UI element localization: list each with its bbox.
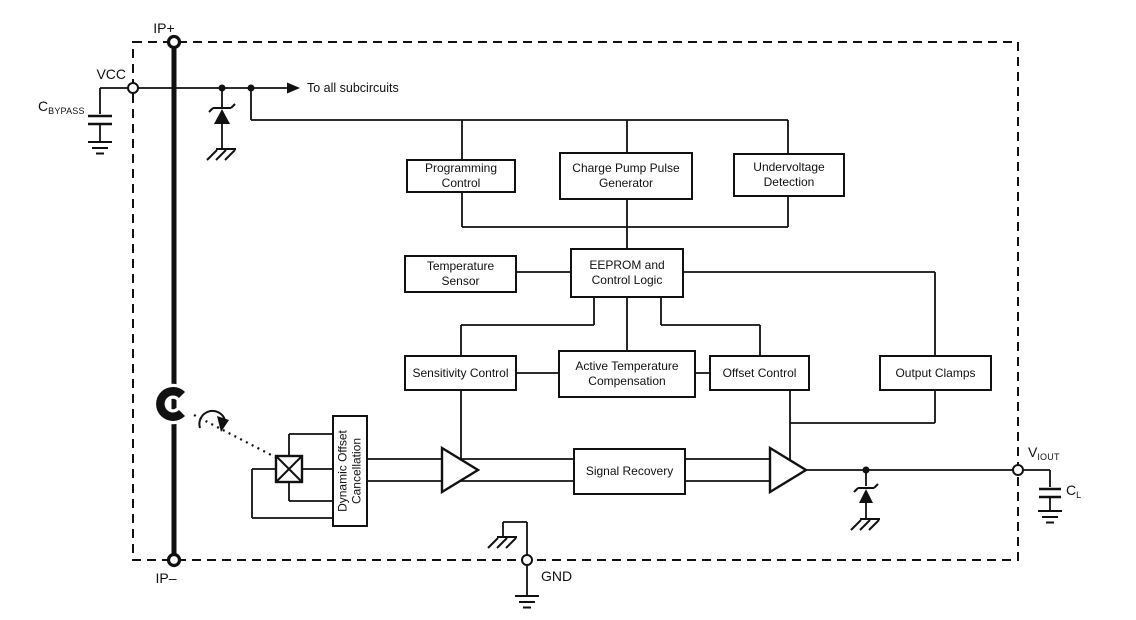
terminal-ip-minus bbox=[166, 552, 182, 568]
output-zener-diode-icon bbox=[853, 483, 879, 503]
terminal-vcc bbox=[127, 82, 139, 94]
block-sensitivity-control: Sensitivity Control bbox=[404, 355, 517, 391]
label-cl: CL bbox=[1066, 482, 1082, 500]
bypass-capacitor-icon bbox=[88, 114, 112, 126]
block-temperature-sensor: Temperature Sensor bbox=[404, 255, 517, 293]
junction-dot bbox=[862, 466, 870, 474]
load-capacitor-icon bbox=[1039, 487, 1061, 499]
terminal-gnd bbox=[521, 554, 533, 566]
flux-concentrator-icon bbox=[152, 383, 188, 425]
flux-coupling-dotted-line bbox=[193, 414, 276, 458]
chassis-ground-icon bbox=[487, 536, 517, 549]
label-ip-plus: IP+ bbox=[153, 20, 175, 36]
supply-zener-diode-icon bbox=[208, 103, 236, 124]
earth-ground-icon bbox=[515, 595, 539, 609]
junction-dot bbox=[218, 84, 226, 92]
chassis-ground-icon bbox=[206, 148, 236, 161]
terminal-viout bbox=[1012, 464, 1024, 476]
block-active-temperature-compensation: Active Temperature Compensation bbox=[558, 350, 696, 398]
chassis-ground-icon bbox=[850, 518, 880, 531]
earth-ground-icon bbox=[88, 141, 112, 155]
output-amplifier-icon bbox=[768, 445, 809, 495]
rotation-arrow-icon bbox=[198, 409, 229, 432]
dynamic-offset-cancellation-label: Dynamic Offset Cancellation bbox=[335, 430, 364, 512]
ic-boundary bbox=[132, 41, 1019, 561]
supply-arrowhead-icon bbox=[287, 82, 300, 94]
label-to-all-subcircuits: To all subcircuits bbox=[307, 81, 399, 95]
block-undervoltage-detection: Undervoltage Detection bbox=[733, 153, 845, 197]
junction-dot bbox=[247, 84, 255, 92]
label-c-bypass: CBYPASS bbox=[38, 98, 85, 116]
block-dynamic-offset-cancellation: Dynamic Offset Cancellation bbox=[332, 415, 368, 527]
block-output-clamps: Output Clamps bbox=[879, 355, 992, 391]
front-amplifier-icon bbox=[440, 445, 481, 495]
block-signal-recovery: Signal Recovery bbox=[573, 448, 686, 495]
wires bbox=[99, 87, 1051, 596]
label-vcc: VCC bbox=[96, 66, 126, 82]
block-offset-control: Offset Control bbox=[709, 355, 810, 391]
label-gnd: GND bbox=[541, 568, 573, 584]
terminal-ip-plus bbox=[166, 34, 182, 50]
hall-plate-icon bbox=[274, 454, 304, 484]
block-programming-control: Programming Control bbox=[406, 159, 516, 193]
block-charge-pump-pulse-generator: Charge Pump Pulse Generator bbox=[559, 152, 693, 200]
label-viout: VIOUT bbox=[1028, 444, 1060, 462]
label-ip-minus: IP– bbox=[155, 570, 177, 586]
earth-ground-icon bbox=[1038, 510, 1062, 524]
block-eeprom-control-logic: EEPROM and Control Logic bbox=[570, 248, 684, 298]
